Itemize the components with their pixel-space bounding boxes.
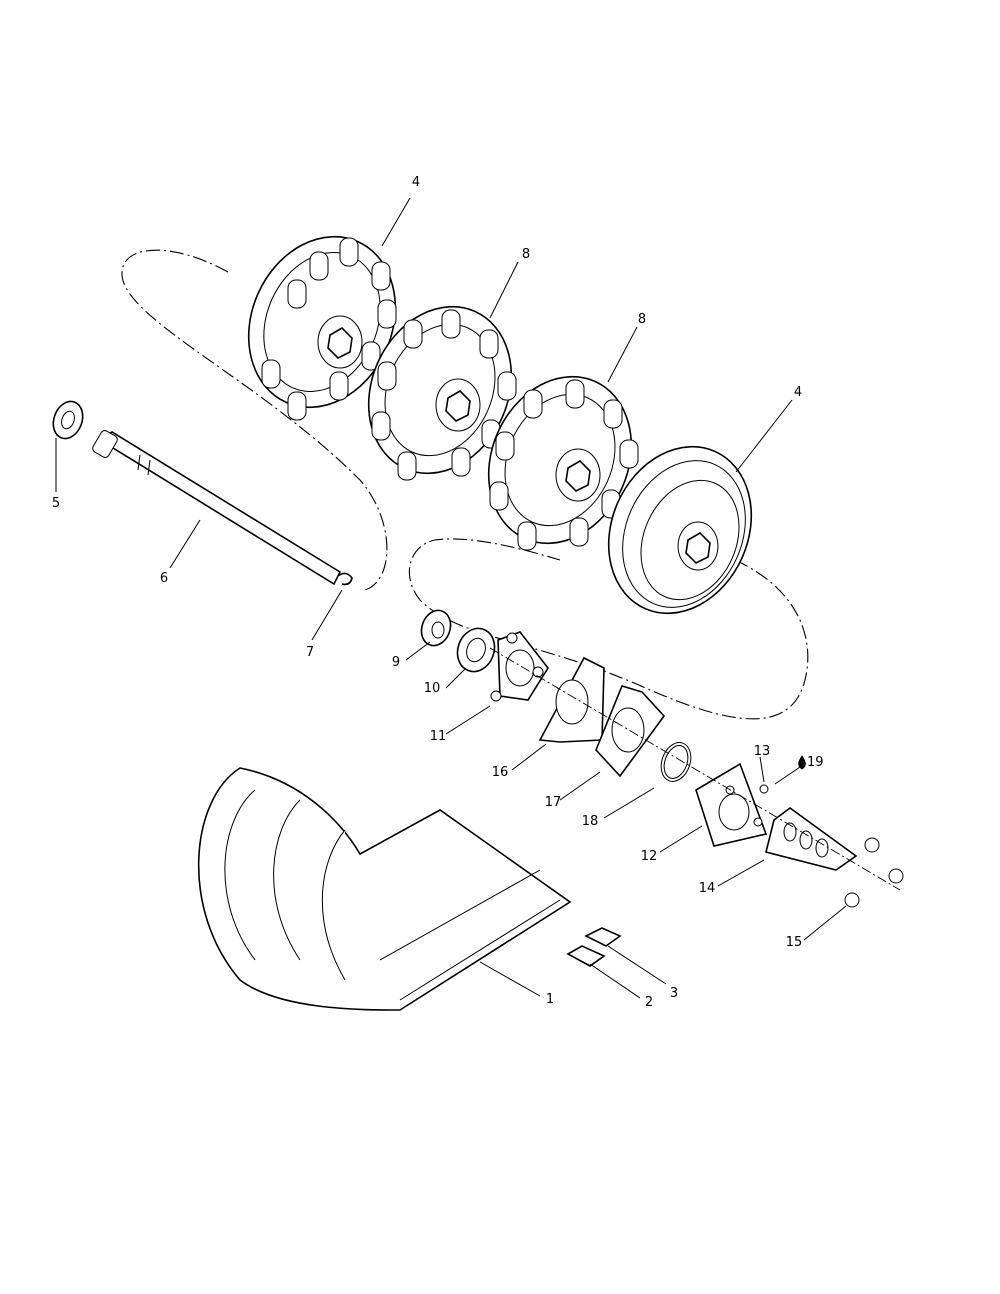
callout-11: 11 — [430, 729, 447, 744]
drive-sprocket-inner-1 — [367, 305, 517, 481]
bearing — [456, 627, 496, 673]
callout-3: 3 — [670, 986, 678, 1001]
track-clip — [566, 945, 606, 967]
callout-4-front: 4 — [794, 385, 802, 400]
assembly-axis — [489, 647, 901, 891]
callout-13: 13 — [754, 744, 771, 759]
nuts — [844, 837, 904, 908]
drive-sprocket-outer — [247, 235, 397, 421]
sprocket-teeth — [371, 309, 517, 481]
callout-19: 19 — [807, 755, 824, 770]
drive-sprocket-inner-2 — [487, 375, 639, 551]
grease-fitting — [759, 784, 769, 794]
circlip — [337, 572, 353, 586]
track-stud — [584, 927, 622, 947]
callout-4-top: 4 — [412, 175, 420, 190]
callout-2: 2 — [645, 995, 653, 1010]
gasket-16 — [538, 656, 605, 743]
callout-10: 10 — [424, 681, 441, 696]
callout-16: 16 — [492, 765, 509, 780]
lubricant-drop-icon — [798, 755, 806, 770]
callout-9: 9 — [392, 655, 400, 670]
bearing-housing-plate — [490, 631, 549, 702]
bearing-retainer — [420, 609, 452, 647]
group-outline-upper — [121, 249, 388, 591]
callout-14: 14 — [699, 881, 716, 896]
callout-6: 6 — [160, 571, 168, 586]
sprocket-teeth — [261, 237, 397, 421]
callout-12: 12 — [641, 849, 658, 864]
o-ring — [660, 742, 692, 782]
support-bracket — [765, 807, 858, 871]
group-outline-lower — [408, 538, 809, 720]
callout-8-first: 8 — [522, 247, 530, 262]
callout-7: 7 — [306, 645, 314, 660]
washer — [52, 400, 84, 440]
callout-labels: 4 8 8 4 5 6 7 9 10 11 16 17 18 12 13 19 … — [52, 175, 824, 1010]
callout-8-second: 8 — [638, 312, 646, 327]
drive-wheel-outer — [607, 445, 753, 615]
leader-lines — [55, 197, 847, 999]
callout-17: 17 — [545, 795, 562, 810]
drive-shaft — [92, 430, 342, 586]
callout-18: 18 — [582, 814, 599, 829]
bearing-cap — [695, 762, 768, 847]
callout-1: 1 — [546, 992, 554, 1007]
callout-15: 15 — [786, 935, 803, 950]
callout-5: 5 — [52, 496, 60, 511]
track — [197, 767, 572, 1011]
